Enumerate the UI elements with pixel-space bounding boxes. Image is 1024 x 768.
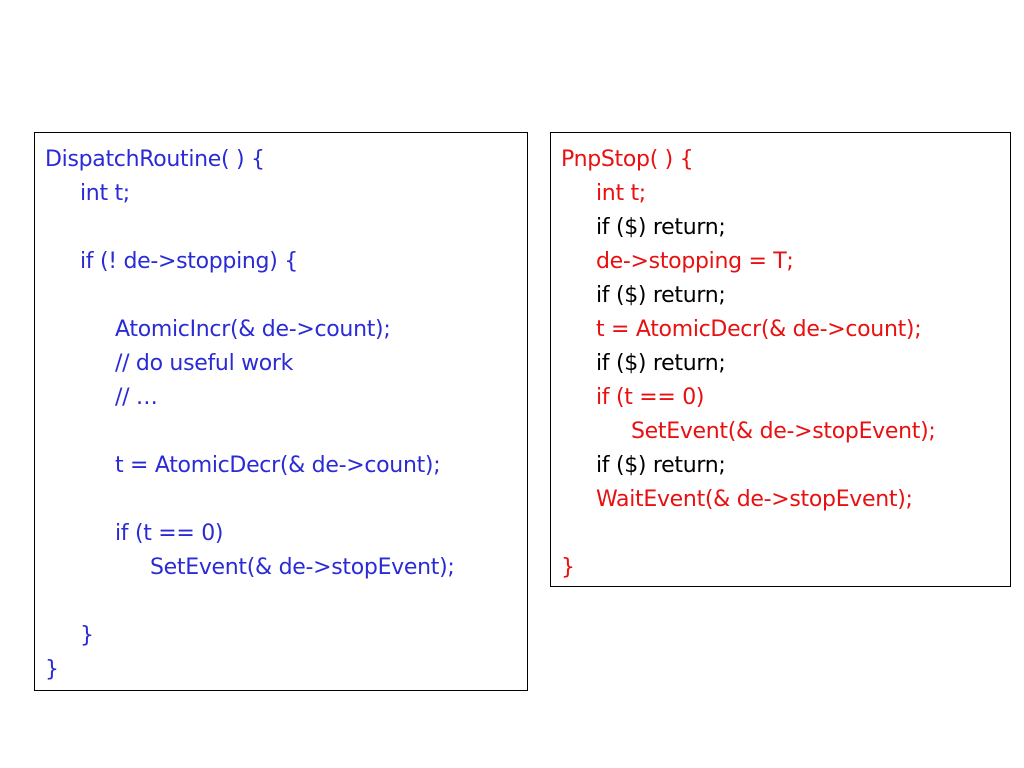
pnp-stop-code-line: if ($) return;: [596, 283, 726, 308]
dispatch-routine-code-line: }: [45, 657, 59, 682]
pnp-stop-code-line: SetEvent(& de->stopEvent);: [631, 419, 936, 444]
dispatch-routine-code-line: if (t == 0): [115, 521, 224, 546]
dispatch-routine-code-line: DispatchRoutine( ) {: [45, 147, 265, 172]
pnp-stop-code-line: de->stopping = T;: [596, 249, 794, 274]
dispatch-routine-code-line: // do useful work: [115, 351, 294, 376]
dispatch-routine-code-box: DispatchRoutine( ) { int t; if (! de->stop…: [34, 132, 528, 691]
pnp-stop-code-box: PnpStop( ) { int t; if ($) return; de->stop…: [550, 132, 1011, 587]
dispatch-routine-code-line: [35, 279, 527, 313]
pnp-stop-code-line: [551, 517, 1010, 551]
dispatch-routine-code-line: [35, 415, 527, 449]
dispatch-routine-code-line: [35, 211, 527, 245]
pnp-stop-code-line: if ($) return;: [596, 351, 726, 376]
dispatch-routine-code-line: int t;: [80, 181, 130, 206]
dispatch-routine-code-line: // …: [115, 385, 158, 410]
dispatch-routine-code-line: [35, 483, 527, 517]
pnp-stop-code-line: if ($) return;: [596, 453, 726, 478]
dispatch-routine-code-line: t = AtomicDecr(& de->count);: [115, 453, 441, 478]
pnp-stop-code-line: if (t == 0): [596, 385, 705, 410]
dispatch-routine-code-line: SetEvent(& de->stopEvent);: [150, 555, 455, 580]
pnp-stop-code-line: WaitEvent(& de->stopEvent);: [596, 487, 913, 512]
pnp-stop-code-line: if ($) return;: [596, 215, 726, 240]
pnp-stop-code-line: }: [561, 555, 575, 580]
pnp-stop-code-line: PnpStop( ) {: [561, 147, 694, 172]
dispatch-routine-code-line: if (! de->stopping) {: [80, 249, 298, 274]
dispatch-routine-code-line: }: [80, 623, 94, 648]
dispatch-routine-code-line: AtomicIncr(& de->count);: [115, 317, 391, 342]
dispatch-routine-code-line: [35, 585, 527, 619]
pnp-stop-code-line: int t;: [596, 181, 646, 206]
pnp-stop-code-line: t = AtomicDecr(& de->count);: [596, 317, 922, 342]
